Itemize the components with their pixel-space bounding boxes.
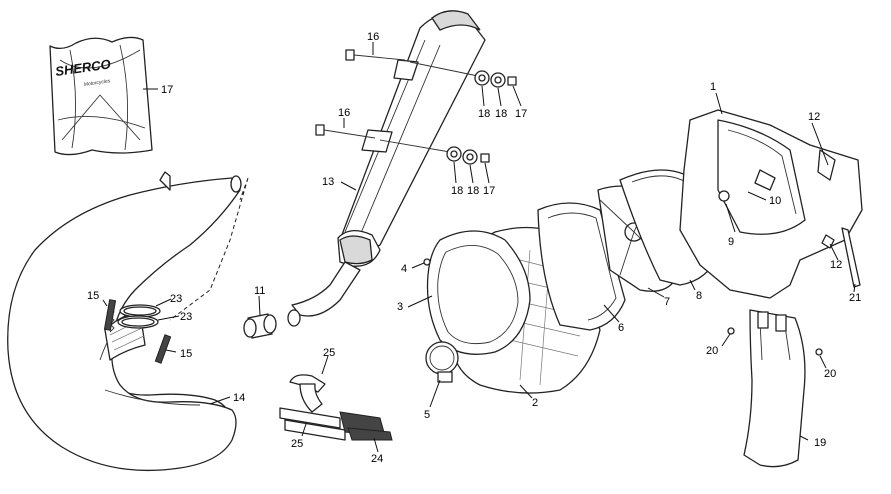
callout-18b: 18 [495, 108, 507, 120]
callout-21: 21 [849, 292, 861, 304]
callout-12b: 12 [830, 259, 842, 271]
callout-18a: 18 [478, 108, 490, 120]
callout-18d: 18 [467, 185, 479, 197]
callout-22: 17 [161, 84, 173, 96]
callout-11: 11 [254, 285, 265, 297]
callout-10: 10 [769, 195, 781, 207]
callout-3: 3 [397, 301, 403, 313]
leader-lines [102, 42, 856, 453]
callout-1: 1 [710, 81, 716, 93]
callout-20b: 20 [824, 368, 836, 380]
callout-20a: 20 [706, 345, 718, 357]
callout-5: 5 [424, 409, 430, 421]
part-16-bolts [315, 49, 406, 139]
part-19-air-duct [727, 309, 823, 468]
callout-9: 9 [728, 236, 734, 248]
part-24-25-hoses [279, 374, 393, 441]
part-5-hose-clamp [425, 341, 459, 383]
callout-24: 24 [371, 453, 383, 465]
callout-23b: 23 [180, 311, 192, 323]
callout-25a: 25 [323, 347, 335, 359]
callout-4: 4 [401, 263, 407, 275]
part-11-coupling [243, 313, 277, 339]
part-13-silencer [287, 10, 486, 327]
callout-labels: 17 1 12 9 10 12 21 16 16 13 18 18 17 18 … [87, 31, 861, 465]
part-12-21-clips [821, 227, 861, 288]
bag-logo-subtext: Motorcycles [83, 78, 111, 88]
callout-17a: 17 [515, 108, 527, 120]
callout-6: 6 [618, 322, 624, 334]
callout-16a: 16 [367, 31, 379, 43]
callout-19: 19 [814, 437, 826, 449]
callout-16b: 16 [338, 107, 350, 119]
part-15-springs [103, 299, 172, 364]
callout-12a: 12 [808, 111, 820, 123]
part-23-o-rings [117, 304, 161, 329]
callout-15a: 15 [87, 290, 99, 302]
callout-8: 8 [696, 290, 702, 302]
callout-18c: 18 [451, 185, 463, 197]
part-1-airbox [679, 109, 863, 299]
part-6-filter-frame [537, 202, 626, 331]
part-22-storage-bag: SHERCO Motorcycles [49, 36, 153, 156]
callout-25b: 25 [291, 438, 303, 450]
callout-17b: 17 [483, 185, 495, 197]
callout-13: 13 [322, 176, 334, 188]
part-17-18-washers-nuts [379, 61, 517, 165]
callout-23a: 23 [170, 293, 182, 305]
callout-2: 2 [532, 397, 538, 409]
callout-14: 14 [233, 392, 245, 404]
callout-15b: 15 [180, 348, 192, 360]
callout-7: 7 [664, 296, 670, 308]
